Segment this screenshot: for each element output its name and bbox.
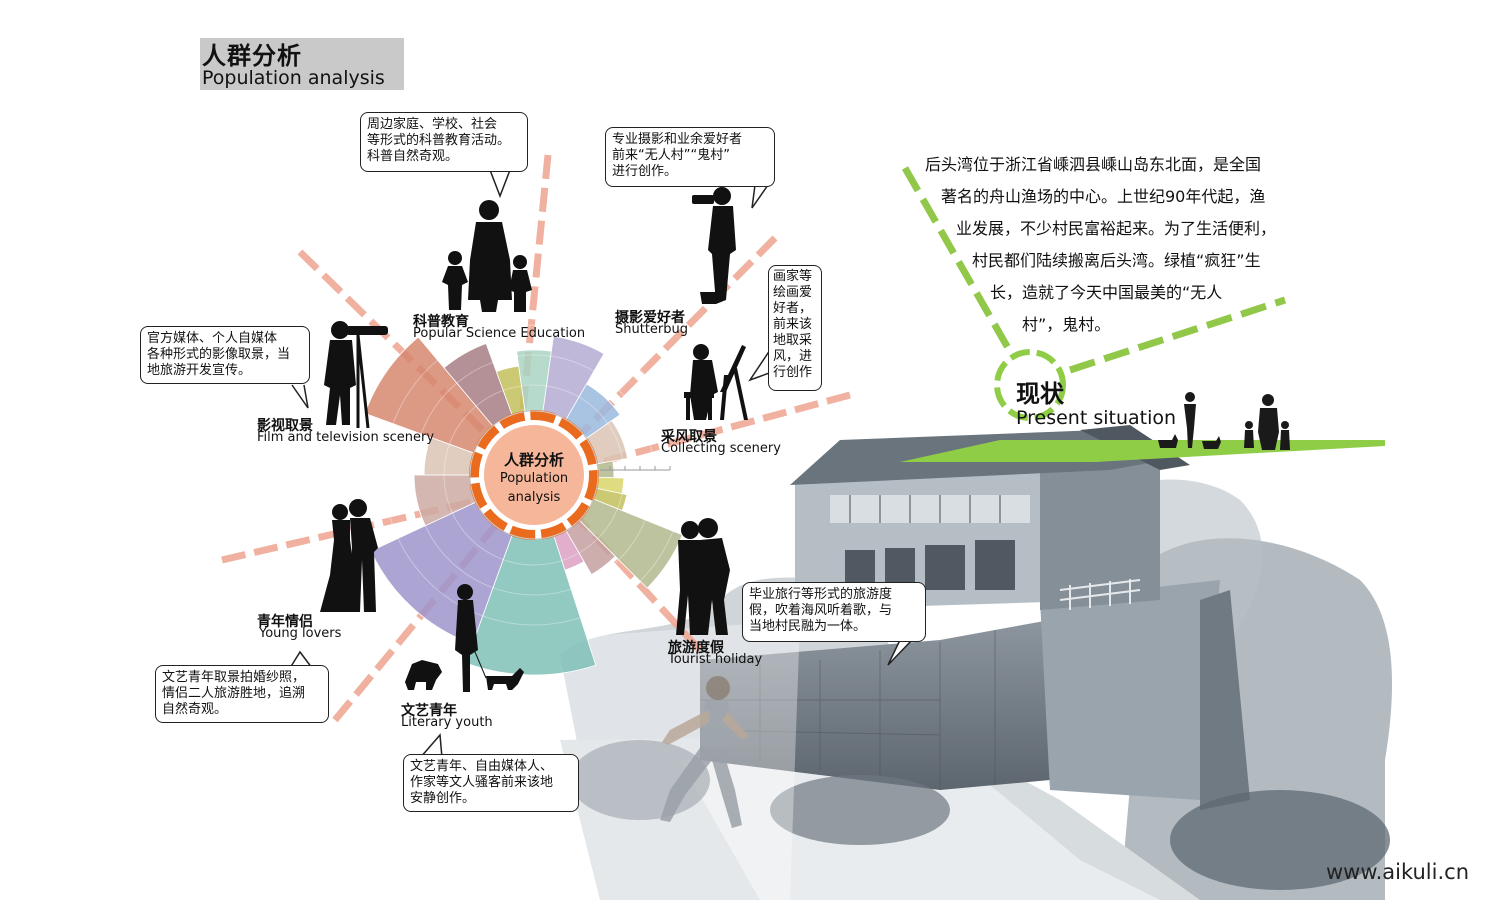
bubble-line: 前来“无人村”“鬼村”: [612, 148, 730, 163]
silhouette-painter-icon: [684, 344, 748, 420]
bubble-young-lovers: 文艺青年取景拍婚纱照， 情侣二人旅游胜地，追溯 自然奇观。: [155, 665, 329, 723]
bubble-collecting-scenery: 画家等 绘画爱 好者， 前来该 地取采 风，进 行创作: [768, 265, 822, 391]
present-title-cn: 现状: [1016, 380, 1064, 408]
bubble-line: 安静创作。: [410, 791, 476, 806]
title-box: [200, 38, 404, 90]
label-young-lovers-en: Young lovers: [259, 626, 342, 641]
petal-grid-ring: [413, 354, 655, 596]
silhouette-photographer-icon: [692, 187, 736, 304]
label-film-scenery-cn: 影视取景: [257, 418, 313, 434]
present-line-2: 著名的舟山渔场的中心。上世纪90年代起，渔: [941, 187, 1266, 206]
petal-scale-axis: [600, 466, 671, 471]
label-film-scenery-en: Film and television scenery: [257, 430, 435, 445]
bubble-line: 各种形式的影像取景，当: [147, 347, 291, 362]
bubble-line: 绘画爱: [773, 285, 813, 300]
petal-grid-ring: [443, 384, 625, 566]
bubble-literary-youth: 文艺青年、自由媒体人、 作家等文人骚客前来该地 安静创作。: [403, 754, 579, 812]
bubble-line: 当地村民融为一体。: [749, 619, 867, 634]
running-child-figure: [660, 676, 748, 828]
dashed-spoke: [589, 391, 851, 469]
bubble-line: 科普自然奇观。: [367, 149, 459, 164]
bubble-line: 文艺青年取景拍婚纱照，: [162, 670, 306, 685]
center-title-en-2: analysis: [507, 490, 561, 505]
label-collecting-scenery-en: Collecting scenery: [661, 441, 781, 456]
present-line-4: 村民都们陆续搬离后头湾。绿植“疯狂”生: [972, 251, 1261, 270]
label-tourist-holiday-cn: 旅游度假: [668, 640, 724, 656]
bubble-line: 画家等: [773, 269, 813, 284]
label-science-education-en: Popular Science Education: [413, 326, 586, 341]
bubble-line: 前来该: [773, 317, 813, 332]
bubble-line: 专业摄影和业余爱好者: [612, 132, 743, 147]
center-ring: [469, 410, 599, 540]
label-literary-youth-en: Literary youth: [401, 715, 493, 730]
center-title-cn: 人群分析: [503, 451, 564, 469]
page-subtitle: Population analysis: [202, 67, 385, 89]
label-literary-youth-cn: 文艺青年: [401, 703, 457, 719]
present-situation-graphic: [900, 166, 1385, 462]
bubble-film-scenery: 官方媒体、个人自媒体 各种形式的影像取景，当 地旅游开发宣传。: [140, 326, 310, 384]
label-shutterbug-cn: 摄影爱好者: [615, 310, 685, 326]
petal-grid-ring: [383, 324, 685, 626]
bubble-line: 风，进: [773, 349, 813, 364]
bubble-line: 地旅游开发宣传。: [147, 363, 252, 378]
silhouette-couple-icon: [676, 518, 730, 635]
present-line-6: 村”，鬼村。: [1022, 315, 1111, 334]
center-label: 人群分析 Population analysis: [484, 451, 584, 507]
bubble-line: 进行创作。: [612, 164, 678, 179]
silhouette-bride-groom-icon: [320, 499, 378, 612]
bubble-science-education: 周边家庭、学校、社会 等形式的科普教育活动。 科普自然奇观。: [360, 112, 528, 172]
bubble-line: 行创作: [773, 365, 813, 380]
bubble-shutterbug: 专业摄影和业余爱好者 前来“无人村”“鬼村” 进行创作。: [605, 127, 775, 187]
bubble-line: 好者，: [773, 301, 813, 316]
bubble-line: 地取采: [773, 333, 813, 348]
bubble-line: 周边家庭、学校、社会: [367, 117, 498, 132]
bubble-tourist-holiday: 毕业旅行等形式的旅游度 假，吹着海风听着歌，与 当地村民融为一体。: [742, 582, 926, 642]
bubble-line: 毕业旅行等形式的旅游度: [749, 587, 893, 602]
bubble-line: 等形式的科普教育活动。: [367, 133, 511, 148]
silhouette-family-icon: [442, 200, 532, 312]
label-tourist-holiday-en: Tourist holiday: [668, 652, 763, 667]
page-title: 人群分析: [202, 42, 302, 70]
label-young-lovers-cn: 青年情侣: [257, 614, 313, 630]
bubble-line: 官方媒体、个人自媒体: [147, 331, 278, 346]
polar-petal: [465, 473, 597, 676]
label-collecting-scenery-cn: 采风取景: [661, 429, 717, 445]
platform-people-icon: [1158, 392, 1290, 450]
bubble-line: 假，吹着海风听着歌，与: [749, 603, 893, 618]
present-line-3: 业发展，不少村民富裕起来。为了生活便利，: [956, 219, 1277, 238]
watermark: www.aikuli.cn: [1326, 860, 1470, 884]
present-line-5: 长，造就了今天中国最美的“无人: [990, 283, 1223, 302]
bubble-line: 作家等文人骚客前来该地: [410, 775, 554, 790]
bubble-line: 文艺青年、自由媒体人、: [410, 759, 554, 774]
label-science-education-cn: 科普教育: [413, 314, 469, 330]
present-title-en: Present situation: [1016, 407, 1177, 429]
label-shutterbug-en: Shutterbug: [615, 322, 689, 337]
silhouette-cameraman-icon: [324, 321, 388, 429]
bubble-line: 自然奇观。: [162, 702, 228, 717]
bubble-line: 情侣二人旅游胜地，追溯: [162, 686, 306, 701]
bubble-tails: [289, 169, 913, 759]
present-line-1: 后头湾位于浙江省嵊泗县嵊山岛东北面，是全国: [925, 155, 1262, 174]
silhouette-woman-dogs-icon: [405, 584, 524, 692]
center-title-en-1: Population: [499, 471, 569, 486]
